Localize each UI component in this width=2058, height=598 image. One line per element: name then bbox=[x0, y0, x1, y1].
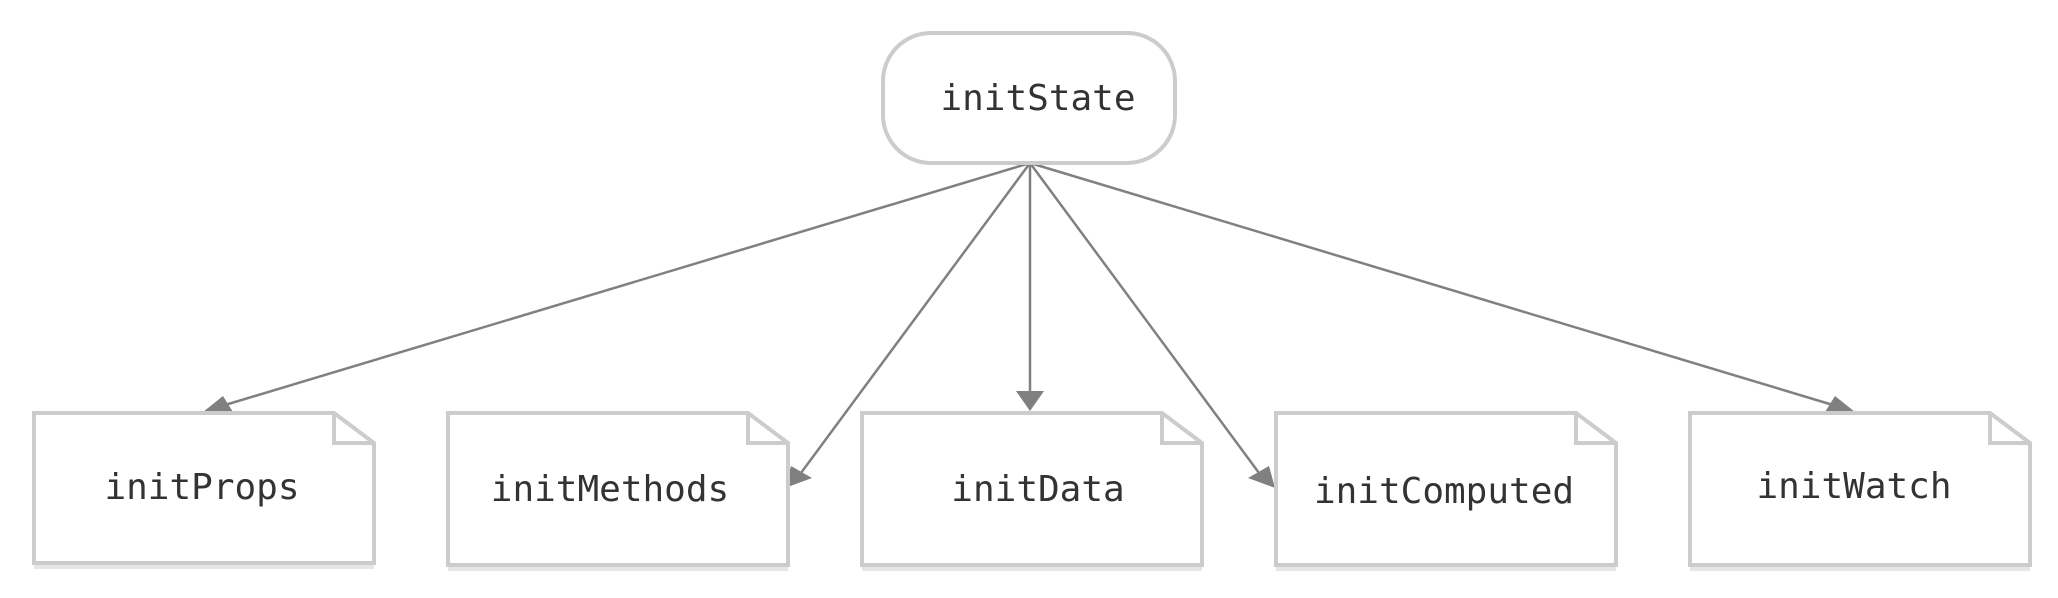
edge-initstate-initdata bbox=[1016, 163, 1044, 411]
node-initmethods[interactable]: initMethods bbox=[446, 411, 790, 571]
edge-initstate-initmethods bbox=[785, 162, 1032, 488]
edge-initstate-initcomputed bbox=[1028, 162, 1275, 488]
node-initdata-label: initData bbox=[951, 469, 1124, 510]
node-initmethods-label: initMethods bbox=[491, 469, 729, 510]
edge-initstate-initwatch bbox=[1029, 161, 1855, 412]
node-initdata[interactable]: initData bbox=[860, 411, 1204, 571]
edge-initstate-initprops bbox=[203, 161, 1031, 412]
node-initwatch[interactable]: initWatch bbox=[1688, 411, 2032, 571]
node-initprops[interactable]: initProps bbox=[32, 411, 376, 569]
node-initstate[interactable]: initState bbox=[881, 31, 1177, 165]
edges-group bbox=[203, 161, 1855, 488]
node-initwatch-label: initWatch bbox=[1756, 466, 1951, 507]
node-initstate-label: initState bbox=[940, 78, 1135, 119]
node-initcomputed-label: initComputed bbox=[1314, 471, 1574, 512]
node-initcomputed[interactable]: initComputed bbox=[1274, 411, 1618, 571]
node-initprops-label: initProps bbox=[104, 467, 299, 508]
